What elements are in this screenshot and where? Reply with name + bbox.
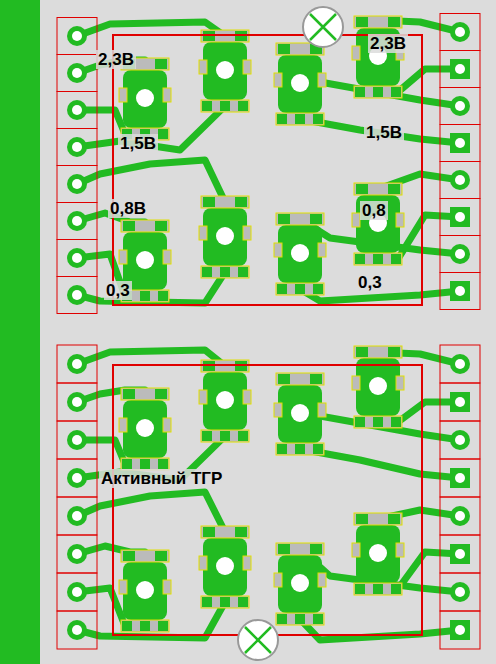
voltage-label: 2,3В [368,34,408,53]
mounting-hole [238,620,278,660]
voltage-label: 0,8 [360,201,388,220]
heatsink-outline [113,35,422,305]
board-title: Активный ТГР [99,469,224,488]
voltage-label: 0,8В [108,199,148,218]
voltage-label: 1,5В [118,134,158,153]
mounting-hole [303,7,343,47]
heatsink-outline [113,365,422,635]
voltage-label: 0,3 [356,273,384,292]
ground-bus [0,0,40,664]
voltage-label: 2,3В [96,50,136,69]
voltage-label: 1,5В [364,123,404,142]
transistor-footprints [119,16,404,632]
connector-pads [57,14,480,650]
copper-traces [77,20,460,640]
voltage-label: 0,3 [104,281,132,300]
